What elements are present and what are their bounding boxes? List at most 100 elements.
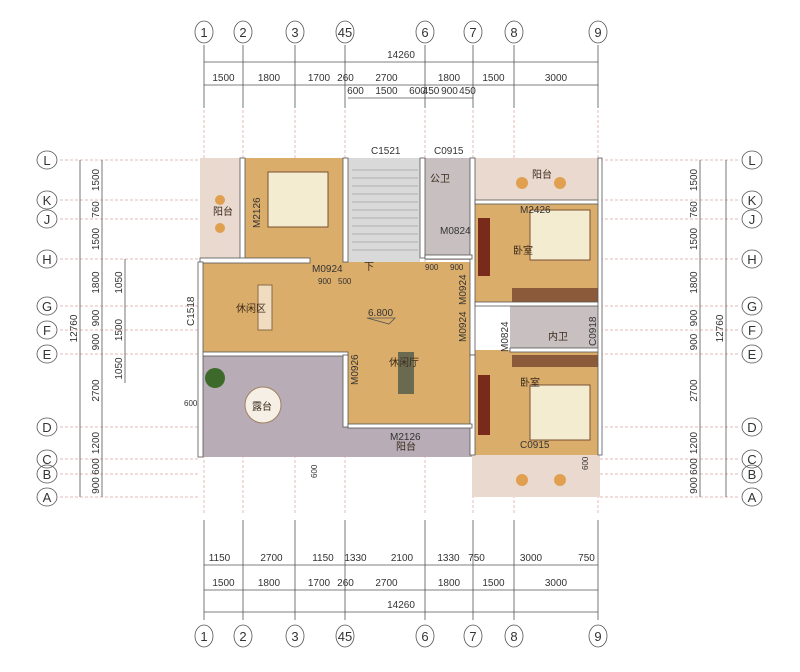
dimension-text: 3000 (545, 578, 568, 589)
dim-900: 900 (425, 263, 439, 272)
axis-bubble (741, 417, 763, 437)
dimension-text: 900 (91, 309, 102, 326)
dimension-text: 600 (689, 458, 700, 475)
floor-level: 6.800 (368, 308, 393, 319)
dimension-text: 3000 (545, 73, 568, 84)
wardrobe-icon (512, 355, 598, 367)
dimension-text: 1150 (312, 553, 334, 564)
dimension-text: 600 (91, 458, 102, 475)
axis-bubble (335, 624, 355, 648)
axis-bubble (415, 624, 435, 648)
axis-label: 7 (469, 25, 476, 40)
dimension-text: 1050 (114, 357, 125, 380)
dim-900: 900 (450, 263, 464, 272)
dimension-text: 2700 (375, 73, 398, 84)
dimension-text: 450 (459, 86, 476, 97)
dimension-text: 1330 (437, 553, 460, 564)
axis-bubble (335, 20, 355, 44)
hall-upper (200, 262, 472, 355)
axis-label: L (43, 153, 50, 168)
axis-label: 3 (291, 25, 298, 40)
dimension-text: 1500 (91, 227, 102, 250)
opening-c1521: C1521 (371, 146, 401, 157)
dimension-text: 260 (337, 73, 354, 84)
axis-bubble (741, 296, 763, 316)
room-terrace: 露台 (252, 400, 272, 413)
inner-wc (510, 306, 598, 350)
dimension-text: 1700 (308, 578, 331, 589)
axis-bubble (36, 296, 58, 316)
dimension-text: 450 (423, 86, 440, 97)
axis-label: F (748, 323, 756, 338)
dimension-text: 1050 (114, 271, 125, 294)
plant-icon (205, 368, 225, 388)
axis-label: 6 (421, 25, 428, 40)
dim-600: 600 (310, 464, 319, 478)
door-m2426: M2426 (520, 205, 551, 216)
axis-bubble (741, 209, 763, 229)
axis-bubble (36, 487, 58, 507)
dimension-text: 760 (689, 201, 700, 218)
dimension-text: 1150 (209, 553, 231, 564)
axis-label: E (748, 347, 757, 362)
door-m0924: M0924 (458, 311, 469, 342)
axis-bubble (36, 320, 58, 340)
dim-600: 600 (581, 456, 590, 470)
chair-icon (516, 177, 528, 189)
axis-label: A (43, 490, 52, 505)
axis-bubble (36, 344, 58, 364)
dimension-text: 14260 (387, 600, 415, 611)
balcony-left (200, 158, 243, 262)
bed-icon (529, 384, 591, 441)
dim-900: 900 (318, 277, 332, 286)
door-m0824: M0824 (500, 321, 511, 352)
wardrobe-icon (512, 288, 598, 302)
balcony-bottom (345, 427, 472, 457)
dimension-text: 1500 (91, 168, 102, 191)
axis-bubble (741, 249, 763, 269)
axis-label: 45 (338, 629, 352, 644)
balcony-top-right (472, 158, 600, 205)
dimension-text: 900 (441, 86, 458, 97)
dimension-text: 1500 (114, 318, 125, 341)
axis-bubble (36, 150, 58, 170)
chair-icon (215, 195, 225, 205)
dim-500: 500 (338, 277, 352, 286)
axis-bubble (36, 417, 58, 437)
room-inner-wc: 内卫 (548, 330, 568, 343)
dimension-text: 12760 (69, 314, 80, 342)
axis-label: 9 (594, 25, 601, 40)
dimension-text: 1500 (689, 227, 700, 250)
axis-bubble (194, 624, 214, 648)
axis-label: 1 (200, 25, 207, 40)
room-leisure-area: 休闲区 (236, 302, 266, 315)
dimension-text: 2700 (689, 379, 700, 402)
axis-label: K (43, 193, 52, 208)
chair-icon (554, 474, 566, 486)
axis-bubble (415, 20, 435, 44)
axis-label: C (747, 452, 756, 467)
axis-label: 8 (510, 629, 517, 644)
axis-label: H (42, 252, 51, 267)
opening-c0915: C0915 (434, 146, 464, 157)
dimension-text: 1700 (308, 73, 331, 84)
axis-label: B (43, 467, 52, 482)
axis-bubble (463, 20, 483, 44)
axis-label: G (747, 299, 757, 314)
dim-600: 600 (184, 399, 198, 408)
room-balcony-bottom: 阳台 (396, 440, 416, 453)
axis-label: J (749, 212, 756, 227)
dimension-text: 900 (91, 477, 102, 494)
axis-bubble (36, 249, 58, 269)
axis-label: D (42, 420, 51, 435)
door-m0924: M0924 (312, 264, 343, 275)
axis-bubble (36, 209, 58, 229)
room-balcony-top-right: 阳台 (532, 168, 552, 181)
dimension-text: 750 (578, 553, 595, 564)
dimension-text: 600 (409, 86, 426, 97)
dimension-text: 900 (689, 309, 700, 326)
axis-label: A (748, 490, 757, 505)
axis-label: 8 (510, 25, 517, 40)
dimension-text: 1800 (689, 271, 700, 294)
